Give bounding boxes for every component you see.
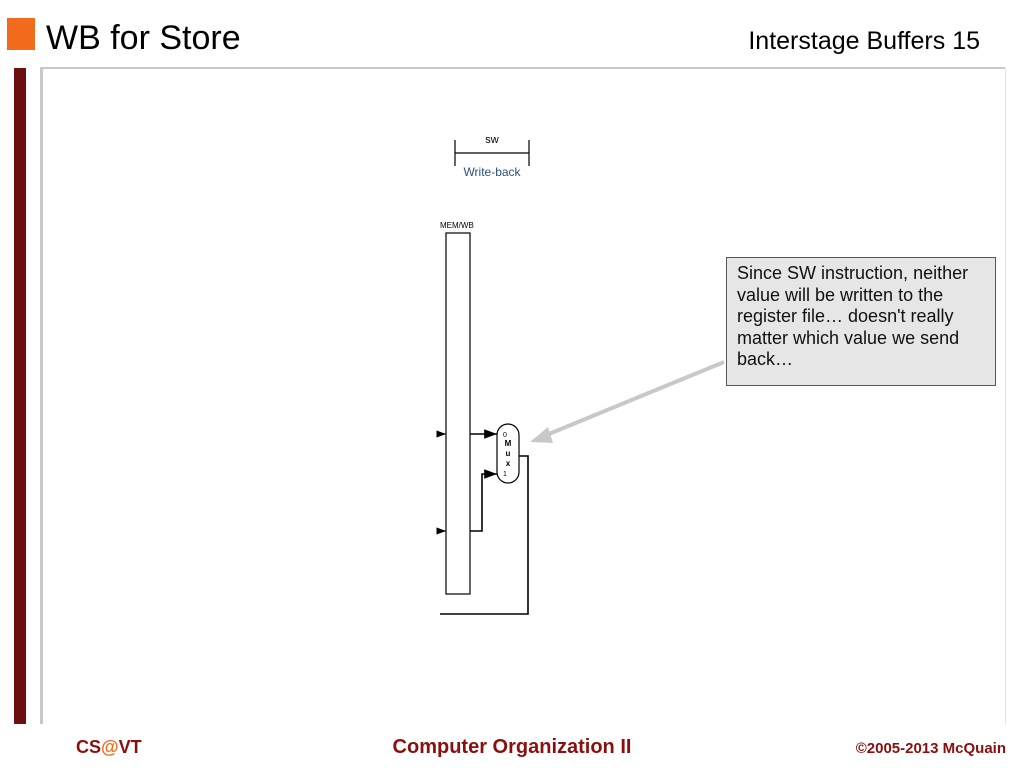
mem-wb-register xyxy=(445,232,471,595)
mux-input-0-label: 0 xyxy=(503,432,507,439)
register-label: MEM/WB xyxy=(440,221,474,230)
write-back-wire xyxy=(440,455,529,615)
footer-dept-at: @ xyxy=(101,737,119,757)
footer-copyright: ©2005-2013 McQuain xyxy=(855,740,1006,757)
instruction-label: sw xyxy=(485,134,499,146)
slide-section: Interstage Buffers 15 xyxy=(748,26,980,56)
content-left-border xyxy=(40,67,43,724)
page-number: 15 xyxy=(952,27,980,55)
footer-dept: CS@VT xyxy=(76,737,142,758)
stage-label: Write-back xyxy=(463,165,521,179)
left-accent-bar xyxy=(14,68,26,724)
header-divider xyxy=(42,67,1006,69)
mux-input-1-wire xyxy=(470,469,497,532)
mux-letter-x: x xyxy=(506,459,511,468)
stage-bracket xyxy=(454,140,530,166)
slide-title: WB for Store xyxy=(46,19,241,57)
section-name: Interstage Buffers xyxy=(748,27,946,55)
footer-course: Computer Organization II xyxy=(392,736,632,758)
callout-arrow-shaft xyxy=(543,360,725,438)
callout-note: Since SW instruction, neither value will… xyxy=(726,257,996,386)
footer-dept-suffix: VT xyxy=(118,737,142,757)
mux-letter-m: M xyxy=(505,439,512,448)
mux-input-1-label: 1 xyxy=(503,471,507,478)
callout-arrow-head xyxy=(530,427,553,443)
write-back-mux xyxy=(496,423,520,484)
mux-letter-u: u xyxy=(506,449,511,458)
title-accent-square xyxy=(7,18,35,50)
footer-dept-prefix: CS xyxy=(76,737,102,757)
content-right-border xyxy=(1005,67,1006,724)
